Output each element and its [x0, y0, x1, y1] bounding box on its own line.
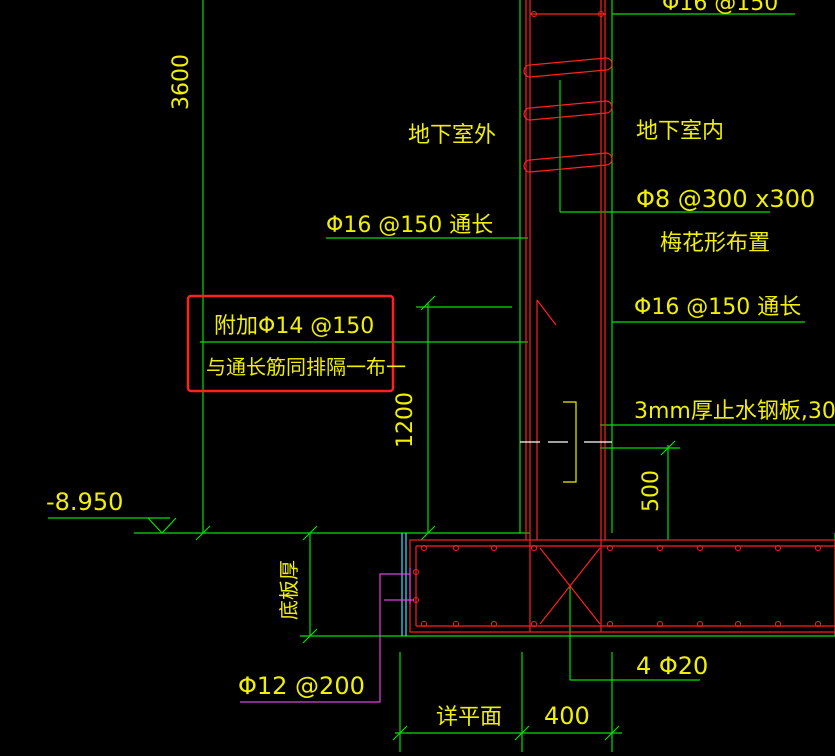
extra-bar-line1: 附加Φ14 @150: [214, 314, 374, 339]
cyan-lines: [401, 533, 407, 636]
dim-wall-height: 3600: [169, 54, 194, 110]
highlight-box: [186, 294, 395, 393]
inside-label: 地下室内: [636, 119, 724, 144]
outside-label: 地下室外: [408, 123, 496, 148]
outer-long-bar-label: Φ16 @150 通长: [326, 213, 493, 238]
dim-extra-len: 1200: [393, 392, 418, 448]
bottom-bar-leader: [240, 568, 414, 703]
waterstop-plate: [520, 401, 612, 483]
elevation-label: -8.950: [46, 488, 123, 516]
waterstop-label: 3mm厚止水钢板,300 m: [634, 399, 835, 424]
detail-plan-label: 详平面: [436, 705, 502, 730]
dimension-lines: [48, 0, 835, 752]
top-rebar-label: Φ16 @150: [662, 0, 778, 16]
tie-layout-label: 梅花形布置: [660, 231, 770, 256]
dim-400: 400: [544, 702, 590, 730]
inner-long-bar-label: Φ16 @150 通长: [634, 295, 801, 320]
bottom-bar-label: Φ12 @200: [238, 672, 365, 700]
corner-bar-label: 4 Φ20: [636, 652, 708, 680]
extra-bar-line2: 与通长筋同排隔一布一: [206, 355, 406, 379]
rebar-dots: [413, 11, 821, 627]
slab-thickness-label: 底板厚: [277, 560, 301, 620]
tie-bar-label: Φ8 @300 x300: [636, 185, 815, 213]
dim-500: 500: [639, 470, 664, 512]
